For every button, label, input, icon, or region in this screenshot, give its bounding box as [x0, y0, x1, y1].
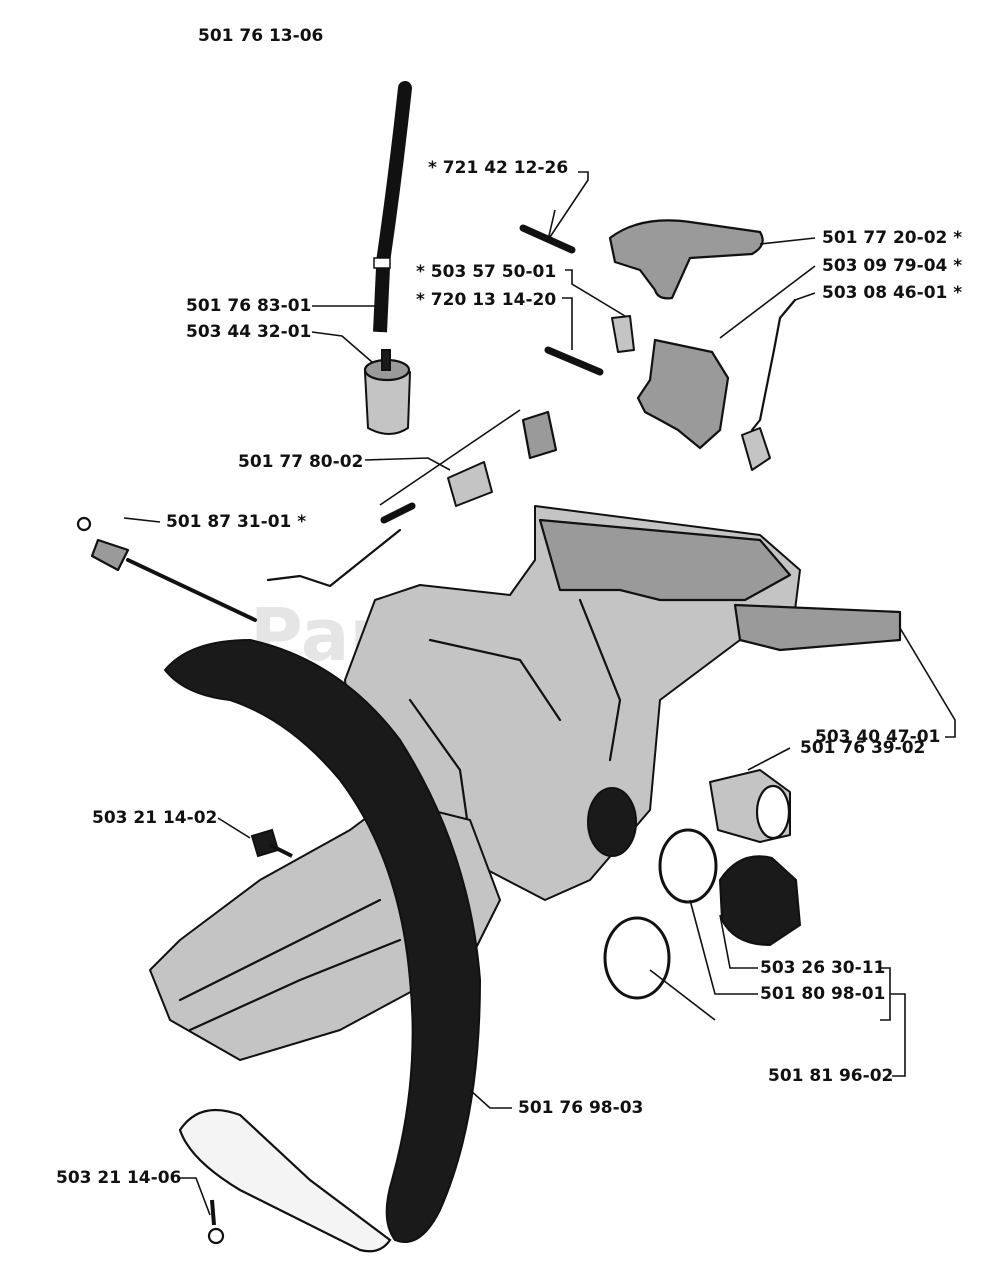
label-503-26-30-11: 503 26 30-11	[760, 958, 886, 978]
label-501-76-13-06: 501 76 13-06	[198, 26, 324, 46]
label-503-57-50-01: * 503 57 50-01	[416, 262, 557, 282]
plug-part	[709, 769, 791, 843]
label-503-08-46-01: 503 08 46-01 *	[822, 283, 963, 303]
trigger-part	[608, 219, 764, 300]
front-handle-part	[163, 638, 482, 1253]
label-503-21-14-06: 503 21 14-06	[56, 1168, 182, 1188]
adjust-rod-part	[76, 516, 257, 622]
label-721-42-12-26: * 721 42 12-26	[428, 158, 569, 178]
label-501-77-20-02: 501 77 20-02 *	[822, 228, 963, 248]
label-501-81-96-02: 501 81 96-02	[768, 1066, 894, 1086]
label-501-76-39-02: 501 76 39-02	[800, 738, 926, 758]
label-501-87-31-01: 501 87 31-01 *	[166, 512, 307, 532]
label-503-09-79-04: 503 09 79-04 *	[822, 256, 963, 276]
screw-06-part	[207, 1199, 225, 1245]
label-501-80-98-01: 501 80 98-01	[760, 984, 886, 1004]
fuel-filter-part	[363, 349, 411, 435]
pin-720-part	[544, 346, 604, 376]
oring-part	[603, 828, 718, 1000]
label-503-21-14-02: 503 21 14-02	[92, 808, 218, 828]
label-503-40-47-01: 503 40 47-01	[815, 727, 941, 747]
label-501-77-80-02: 501 77 80-02	[238, 452, 364, 472]
clip-part	[611, 315, 635, 353]
leader-lines	[123, 171, 956, 1216]
plate-part	[380, 410, 558, 524]
label-503-44-32-01: 503 44 32-01	[186, 322, 312, 342]
label-501-76-83-01: 501 76 83-01	[186, 296, 312, 316]
spring-part	[741, 298, 797, 471]
throttle-rod-part	[266, 528, 402, 588]
label-720-13-14-20: * 720 13 14-20	[416, 290, 557, 310]
cap-part	[718, 855, 802, 947]
fuel-hose-part	[373, 81, 412, 333]
screw-02-part	[250, 828, 293, 858]
lever-part	[636, 338, 730, 450]
label-501-76-98-03: 501 76 98-03	[518, 1098, 644, 1118]
